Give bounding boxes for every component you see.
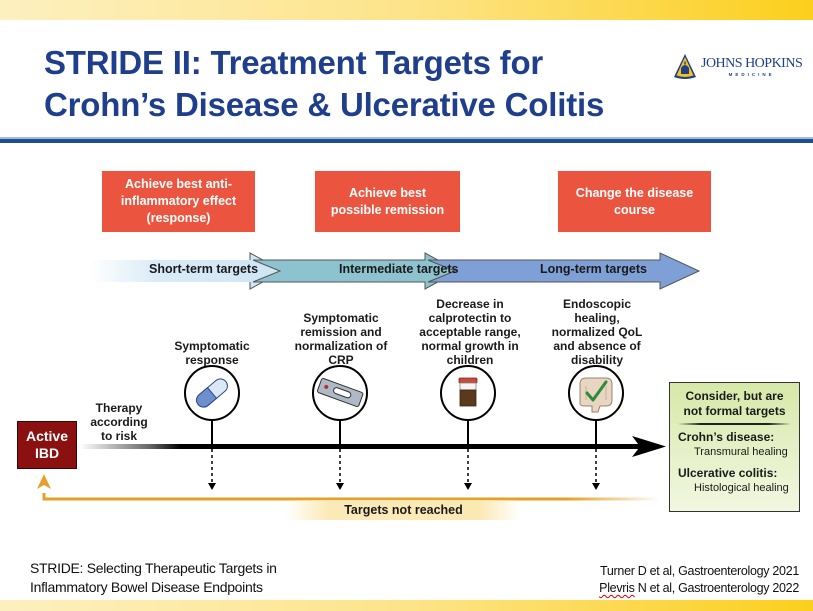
phase-arrow-intermediate (252, 252, 460, 290)
consider-box: Consider, but are not formal targets Cro… (669, 382, 800, 512)
reference-2-rest: N et al, Gastroenterology 2022 (634, 581, 800, 595)
header-divider-light (0, 137, 813, 139)
consider-value-crohns: Transmural healing (694, 445, 788, 458)
references: Turner D et al, Gastroenterology 2021 Pl… (599, 563, 799, 597)
reference-1: Turner D et al, Gastroenterology 2021 (600, 564, 799, 578)
logo-wordmark: JOHNS HOPKINS MEDICINE (701, 55, 803, 78)
healthy-colon-check-icon (579, 377, 613, 413)
hopkins-shield-icon (674, 54, 696, 79)
bottom-decorative-band (0, 600, 813, 611)
logo-subtitle: MEDICINE (728, 71, 775, 77)
target-marker-4 (568, 365, 624, 490)
johns-hopkins-logo: JOHNS HOPKINS MEDICINE (673, 52, 803, 82)
goal-box-long-term: Change the disease course (558, 171, 711, 232)
title-line-1: STRIDE II: Treatment Targets for (44, 44, 544, 81)
header-divider (0, 139, 813, 143)
target-label-symptomatic-response: Symptomatic response (174, 339, 250, 367)
therapy-label: Therapy according to risk (90, 401, 148, 443)
reference-2: Plevris N et al, Gastroenterology 2022 (599, 580, 799, 597)
feedback-line (42, 493, 660, 501)
timeline-arrowhead (632, 436, 666, 457)
phase-label-long-term: Long-term targets (540, 262, 647, 276)
phase-label-short-term: Short-term targets (149, 262, 259, 276)
top-decorative-band (0, 0, 813, 20)
consider-category-crohns: Crohn’s disease: (678, 429, 775, 444)
stride-definition-line-2: Inflammatory Bowel Disease Endpoints (30, 579, 263, 595)
targets-not-reached-label: Targets not reached (285, 500, 522, 520)
capsule-icon (196, 378, 228, 408)
stool-sample-jar-icon (458, 377, 478, 407)
phase-arrow-long-term (427, 252, 701, 290)
consider-value-uc: Histological healing (694, 481, 789, 494)
logo-name: JOHNS HOPKINS (701, 55, 803, 71)
goal-box-intermediate: Achieve best possible remission (315, 171, 460, 232)
target-marker-3 (440, 365, 496, 490)
phase-label-intermediate: Intermediate targets (339, 262, 459, 276)
feedback-arrowhead (37, 474, 51, 489)
timeline (37, 365, 666, 501)
target-marker-1 (184, 365, 240, 490)
target-marker-2 (312, 365, 368, 490)
target-label-calprotectin: Decrease in calprotectin to acceptable r… (419, 297, 521, 367)
consider-heading: Consider, but are not formal targets (683, 389, 786, 418)
reference-2-author: Plevris (599, 581, 635, 595)
timeline-fade-segment (80, 444, 180, 449)
consider-divider (678, 423, 791, 425)
phase-arrow-short-term (90, 253, 283, 289)
test-strip-icon (316, 378, 364, 408)
goal-box-short-term: Achieve best anti-inflammatory effect (r… (102, 171, 255, 232)
slide-title: STRIDE II: Treatment Targets for Crohn’s… (44, 42, 684, 126)
stride-definition: STRIDE: Selecting Therapeutic Targets in… (30, 559, 277, 597)
timeline-main-line (180, 444, 640, 449)
target-label-symptomatic-remission: Symptomatic remission and normalization … (294, 311, 388, 367)
stride-definition-line-1: STRIDE: Selecting Therapeutic Targets in (30, 560, 277, 576)
consider-category-uc: Ulcerative colitis: (678, 465, 778, 480)
phase-arrows (90, 252, 701, 290)
title-line-2: Crohn’s Disease & Ulcerative Colitis (44, 86, 605, 123)
target-label-endoscopic-healing: Endoscopic healing, normalized QoL and a… (551, 297, 643, 367)
active-ibd-box: Active IBD (17, 421, 77, 469)
